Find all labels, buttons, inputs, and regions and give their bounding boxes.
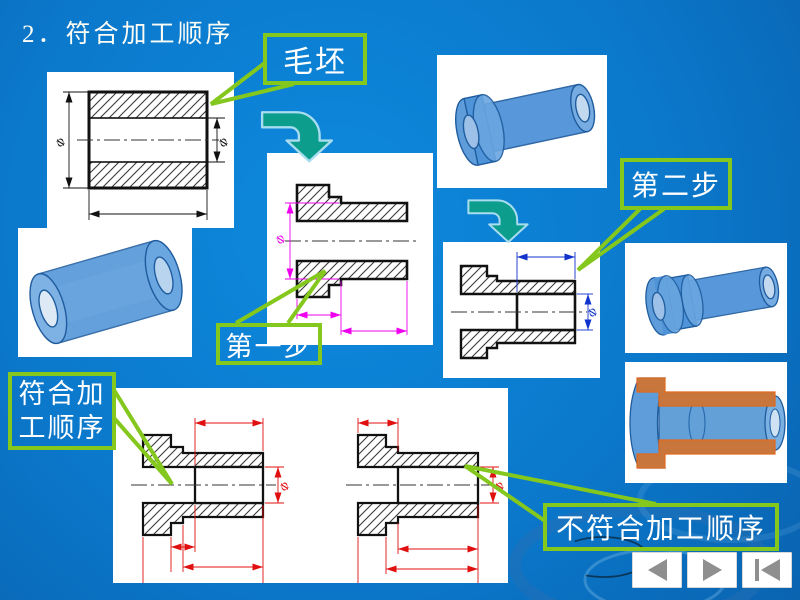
callout-step1-label: 第一步 <box>225 331 313 362</box>
callout-blank: 毛坯 <box>263 33 367 85</box>
3d-cutaway-part <box>629 377 786 469</box>
phi-label: Φ <box>273 233 288 246</box>
3d-blank-tube <box>29 239 183 345</box>
phi-label: Φ <box>216 136 231 149</box>
phi-label: Φ <box>277 480 292 493</box>
panel-step1-drawing: Φ <box>267 153 433 345</box>
nav-prev-button[interactable] <box>632 552 682 588</box>
next-icon <box>702 559 722 581</box>
step1-cross-section-drawing: Φ <box>273 183 419 335</box>
prev-icon <box>647 559 667 581</box>
first-icon <box>760 559 780 581</box>
step2-cross-section-drawing: Φ <box>451 252 600 360</box>
panel-3d-step1 <box>437 55 607 188</box>
correct-order-drawing: Φ <box>131 418 293 583</box>
flow-arrow-2 <box>467 199 529 243</box>
incorrect-order-drawing: Φ <box>346 418 508 583</box>
panel-step2-drawing: Φ <box>443 242 600 378</box>
first-icon-bar <box>754 559 759 581</box>
callout-step1: 第一步 <box>216 323 322 365</box>
phi-label: Φ <box>53 136 68 149</box>
3d-step1-part <box>455 83 596 166</box>
nav-next-button[interactable] <box>687 552 737 588</box>
callout-incorrect-label: 不符合加工顺序 <box>555 514 766 545</box>
panel-comparison-drawings: Φ Φ <box>113 388 508 583</box>
callout-correct-line1: 符合加 <box>18 379 106 409</box>
nav-first-button[interactable] <box>742 552 792 588</box>
phi-label: Φ <box>585 306 600 319</box>
panel-3d-step2 <box>625 243 787 353</box>
flow-arrow-1 <box>260 111 334 163</box>
callout-incorrect: 不符合加工顺序 <box>543 503 779 551</box>
3d-step2-part <box>645 266 780 336</box>
callout-blank-label: 毛坯 <box>283 46 347 79</box>
phi-label: Φ <box>492 480 507 493</box>
panel-3d-blank <box>18 228 192 357</box>
blank-cross-section-drawing: Φ Φ <box>53 90 232 220</box>
slide-title: 2．符合加工顺序 <box>22 21 234 48</box>
slideshow-navbar <box>632 552 792 588</box>
panel-blank-drawing: Φ Φ <box>47 72 234 228</box>
comparison-cross-section-drawings: Φ Φ <box>131 418 508 583</box>
callout-correct: 符合加 工顺序 <box>8 372 116 450</box>
panel-3d-cutaway <box>625 362 787 483</box>
callout-correct-line2: 工顺序 <box>18 413 106 443</box>
callout-step2-label: 第二步 <box>630 171 721 202</box>
callout-step2: 第二步 <box>620 158 732 210</box>
